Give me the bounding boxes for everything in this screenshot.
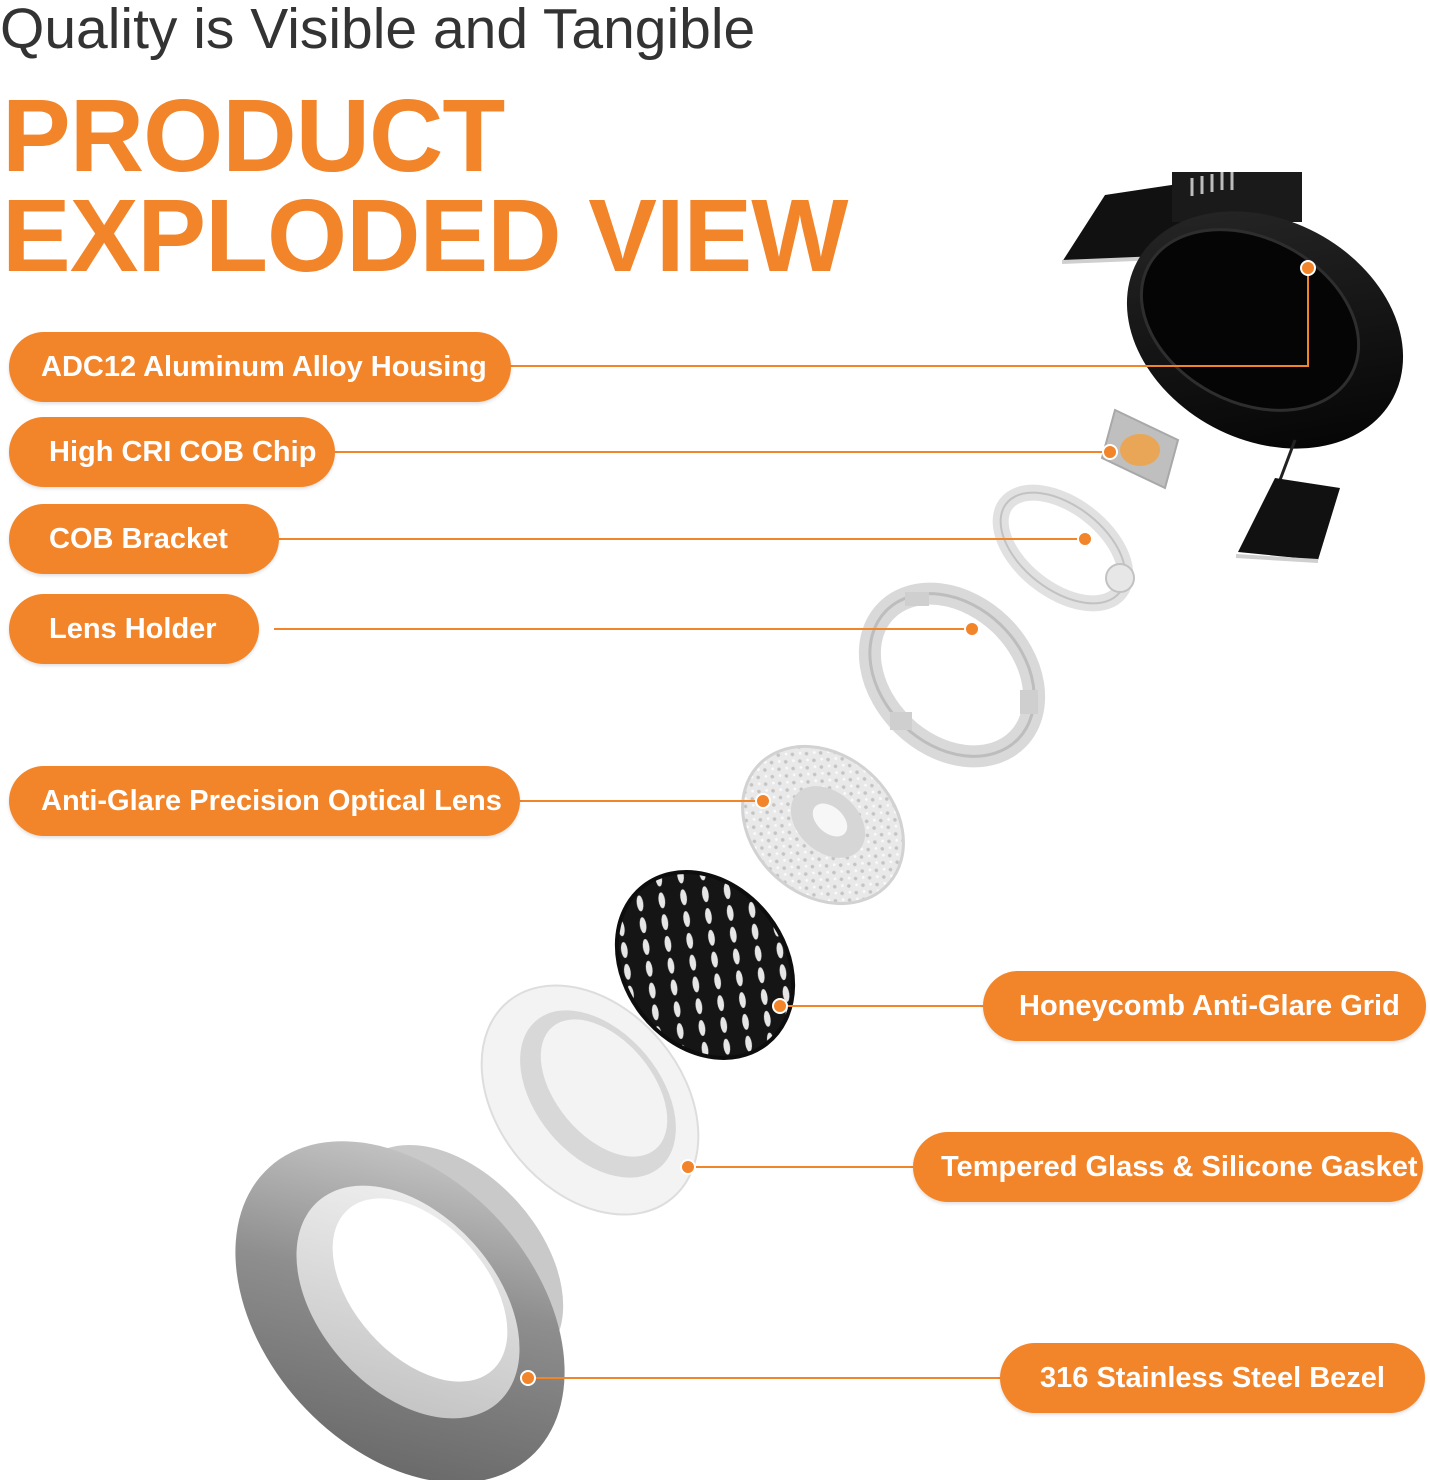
dot-housing [1300,260,1316,276]
page-subtitle: Quality is Visible and Tangible [0,0,756,61]
leader-dots [520,260,1316,1386]
label-lens-holder: Lens Holder [9,594,259,664]
honeycomb-grid-part [614,870,796,1060]
dot-cob-chip [1102,444,1118,460]
label-bezel: 316 Stainless Steel Bezel [1000,1343,1425,1413]
dot-glass-gasket [680,1159,696,1175]
dot-optical-lens [755,793,771,809]
label-glass-gasket: Tempered Glass & Silicone Gasket [913,1132,1423,1202]
bezel-part [235,1141,565,1480]
optical-lens-part [741,744,905,906]
title-line-1: PRODUCT [2,78,505,193]
cob-chip-part [1100,408,1180,490]
label-housing: ADC12 Aluminum Alloy Housing [9,332,511,402]
dot-lens-holder [964,621,980,637]
dot-honeycomb-grid [772,998,788,1014]
page-title: PRODUCT EXPLODED VIEW [2,78,848,293]
label-honeycomb-grid: Honeycomb Anti-Glare Grid [983,971,1426,1041]
glass-gasket-part [480,984,700,1216]
label-cob-bracket: COB Bracket [9,504,279,574]
leader-lines [274,268,1309,1379]
dot-bezel [520,1370,536,1386]
cob-bracket-part [992,484,1135,612]
dot-cob-bracket [1077,531,1093,547]
title-line-2: EXPLODED VIEW [2,178,848,293]
leader-line-housing [510,268,1309,367]
label-optical-lens: Anti-Glare Precision Optical Lens [9,766,520,836]
lens-holder-part [858,582,1046,768]
housing-part [1061,172,1404,563]
label-cob-chip: High CRI COB Chip [9,417,335,487]
